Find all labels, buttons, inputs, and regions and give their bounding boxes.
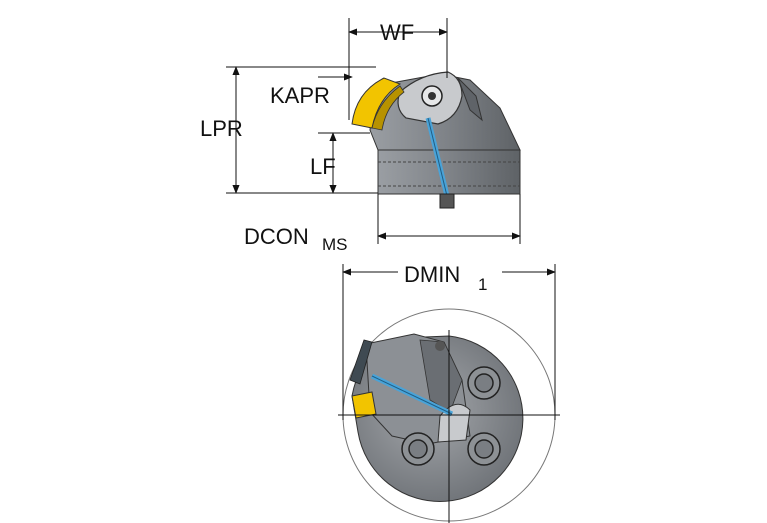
label-dmin: DMIN bbox=[404, 262, 460, 287]
label-kapr: KAPR bbox=[270, 83, 330, 108]
side-dimensions bbox=[226, 18, 521, 244]
label-lf: LF bbox=[310, 154, 336, 179]
label-dmin-sub: 1 bbox=[478, 275, 487, 294]
top-insert bbox=[351, 391, 377, 419]
coolant-nipple bbox=[439, 193, 455, 209]
top-centerlines bbox=[338, 330, 560, 523]
side-view bbox=[351, 71, 521, 209]
label-wf: WF bbox=[380, 20, 414, 45]
side-labels: WF KAPR LPR LF DCON MS bbox=[200, 20, 414, 254]
cutting-insert bbox=[351, 77, 402, 129]
top-view bbox=[342, 308, 556, 522]
top-labels: DMIN 1 bbox=[404, 262, 487, 294]
label-dcon: DCON bbox=[244, 224, 309, 249]
mounting-holes bbox=[401, 366, 501, 466]
label-lpr: LPR bbox=[200, 116, 243, 141]
coupling-base bbox=[377, 149, 521, 195]
label-dcon-sub: MS bbox=[322, 235, 348, 254]
